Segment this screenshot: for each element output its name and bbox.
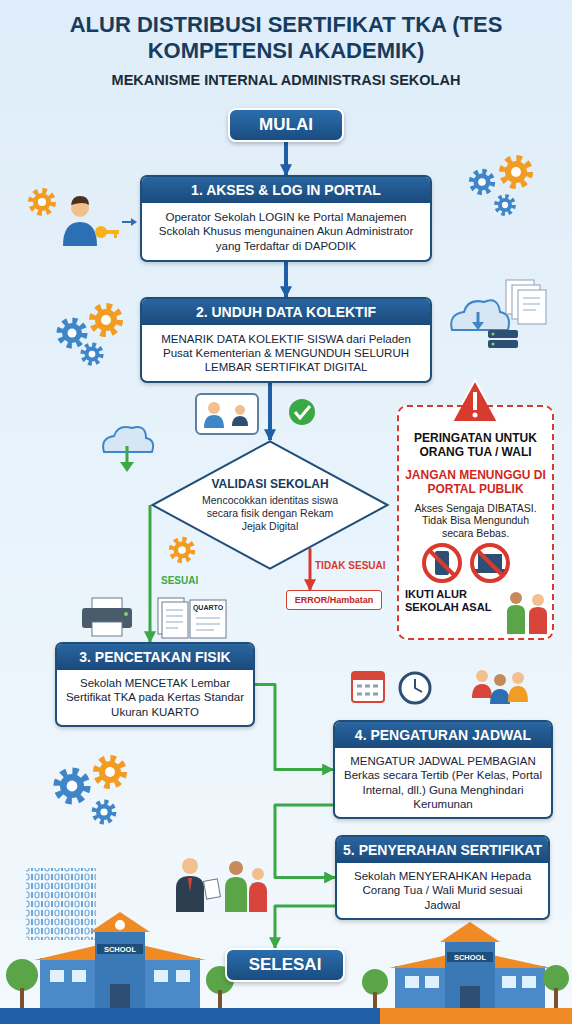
end-terminal: SELESAI xyxy=(225,948,345,982)
step-body: Operator Sekolah LOGIN ke Portal Manajem… xyxy=(142,203,430,260)
diamond-outline xyxy=(152,441,387,568)
flow-connector xyxy=(309,548,312,590)
error-box: ERROR/Hambatan xyxy=(286,590,382,610)
decision-diamond: VALIDASI SEKOLAH Mencocokkan identitas si… xyxy=(150,440,390,570)
terminal-label: SELESAI xyxy=(249,955,322,975)
school-sign: SCHOOL xyxy=(447,953,493,962)
warning-text: JANGAN MENUNGGU DI PORTAL PUBLIK xyxy=(405,468,546,497)
warning-icons-space xyxy=(405,540,546,588)
process-box: 1. AKSES & LOG IN PORTAL Operator Sekolah… xyxy=(140,175,432,262)
error-label: ERROR/Hambatan xyxy=(295,595,374,605)
diagram-title: ALUR DISTRIBUSI SERTIFIKAT TKA (TES KOMP… xyxy=(51,12,521,64)
flow-connector xyxy=(268,383,272,440)
step-text: MENARIK DATA KOLEKTIF SISWA dari Peladen… xyxy=(150,332,422,374)
step-text: Sekolah MENYERAHKAN Hepada Corang Tua / … xyxy=(345,869,540,911)
step-heading: 4. PENGATURAN JADWAL xyxy=(335,722,551,748)
process-box: 2. UNDUH DATA KOLEKTIF MENARIK DATA KOLEK… xyxy=(140,297,432,383)
warning-text: PERINGATAN UNTUK ORANG TUA / WALI xyxy=(405,431,546,460)
step-body: MENGATUR JADWAL PEMBAGIAN Berkas secara … xyxy=(335,748,551,817)
step-text: Operator Sekolah LOGIN ke Portal Manajem… xyxy=(150,210,422,252)
diagram-subtitle: MEKANISME INTERNAL ADMINISTRASI SEKOLAH xyxy=(0,72,572,88)
flow-connector xyxy=(149,505,152,642)
step-text: Sekolah MENCETAK Lembar Sertifikat TKA p… xyxy=(65,676,245,718)
process-box: 3. PENCETAKAN FISIK Sekolah MENCETAK Lemb… xyxy=(55,642,255,727)
flow-connector xyxy=(284,262,288,297)
process-box: 4. PENGATURAN JADWAL MENGATUR JADWAL PEMB… xyxy=(333,720,553,819)
step-heading: 5. PENYERAHAN SERTIFIKAT xyxy=(337,837,548,863)
paper-size-label: QUARTO xyxy=(190,604,226,611)
school-sign: SCHOOL xyxy=(97,945,143,954)
diamond-text: VALIDASI SEKOLAH Mencocokkan identitas si… xyxy=(195,477,345,532)
terminal-label: MULAI xyxy=(259,115,313,135)
process-box: 5. PENYERAHAN SERTIFIKAT Sekolah MENYERAH… xyxy=(335,835,550,920)
step-body: Sekolah MENCETAK Lembar Sertifikat TKA p… xyxy=(57,670,253,725)
step-heading: 2. UNDUH DATA KOLEKTIF xyxy=(142,299,430,325)
decision-heading: VALIDASI SEKOLAH xyxy=(195,477,345,491)
edge-label: SESUAI xyxy=(160,575,199,586)
step-body: Sekolah MENYERAHKAN Hepada Corang Tua / … xyxy=(337,863,548,918)
warning-panel: PERINGATAN UNTUK ORANG TUA / WALI JANGAN … xyxy=(397,405,554,640)
flow-connector xyxy=(284,142,288,175)
flow-connector xyxy=(275,906,335,948)
step-body: MENARIK DATA KOLEKTIF SISWA dari Peladen… xyxy=(142,325,430,381)
step-text: MENGATUR JADWAL PEMBAGIAN Berkas secara … xyxy=(343,754,543,810)
edge-label: TIDAK SESUAI xyxy=(314,560,387,571)
warning-text: Akses Sengaja DIBATASI. Tidak Bisa Mengu… xyxy=(405,502,546,540)
warning-text: IKUTI ALUR SEKOLAH ASAL xyxy=(405,588,497,614)
start-terminal: MULAI xyxy=(228,108,344,142)
diagram-title-wrap: ALUR DISTRIBUSI SERTIFIKAT TKA (TES KOMP… xyxy=(0,12,572,64)
step-heading: 3. PENCETAKAN FISIK xyxy=(57,644,253,670)
step-heading: 1. AKSES & LOG IN PORTAL xyxy=(142,177,430,203)
decision-body: Mencocokkan identitas siswa secara fisik… xyxy=(195,494,345,532)
flow-connector xyxy=(275,805,335,878)
flow-connector xyxy=(255,685,333,770)
